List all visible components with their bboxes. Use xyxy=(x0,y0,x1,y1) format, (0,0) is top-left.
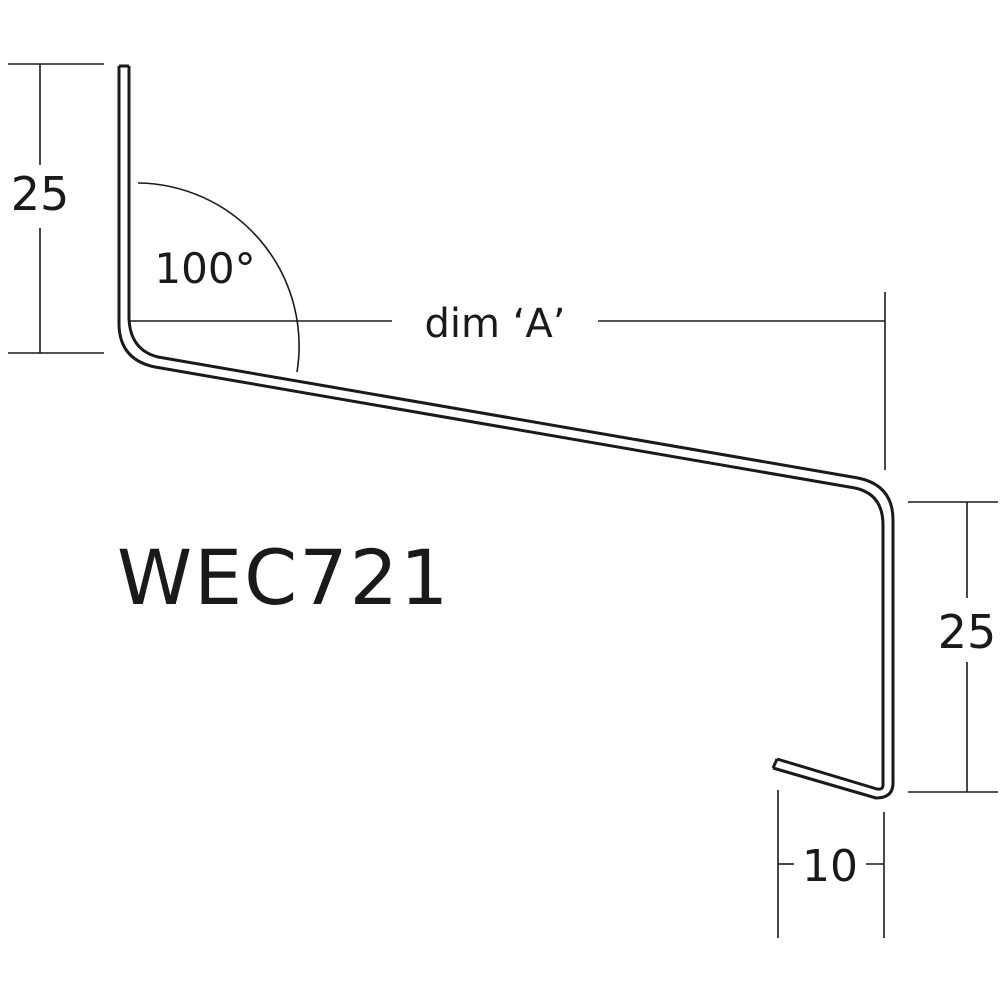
drop-leg-height-label: 25 xyxy=(938,605,997,659)
profile-inner-edge xyxy=(127,66,895,800)
bend-angle-label: 100° xyxy=(154,244,255,293)
profile-code-label: WEC721 xyxy=(117,533,450,622)
dim-a-label: dim ‘A’ xyxy=(425,301,566,347)
return-width-label: 10 xyxy=(802,841,858,892)
profile-end-cap xyxy=(771,758,779,769)
top-leg-height-label: 25 xyxy=(11,167,70,221)
bend-angle-arc xyxy=(137,182,300,373)
profile-outer-edge xyxy=(117,66,885,791)
dimension-lines xyxy=(8,63,998,938)
flashing-profile xyxy=(117,64,895,800)
